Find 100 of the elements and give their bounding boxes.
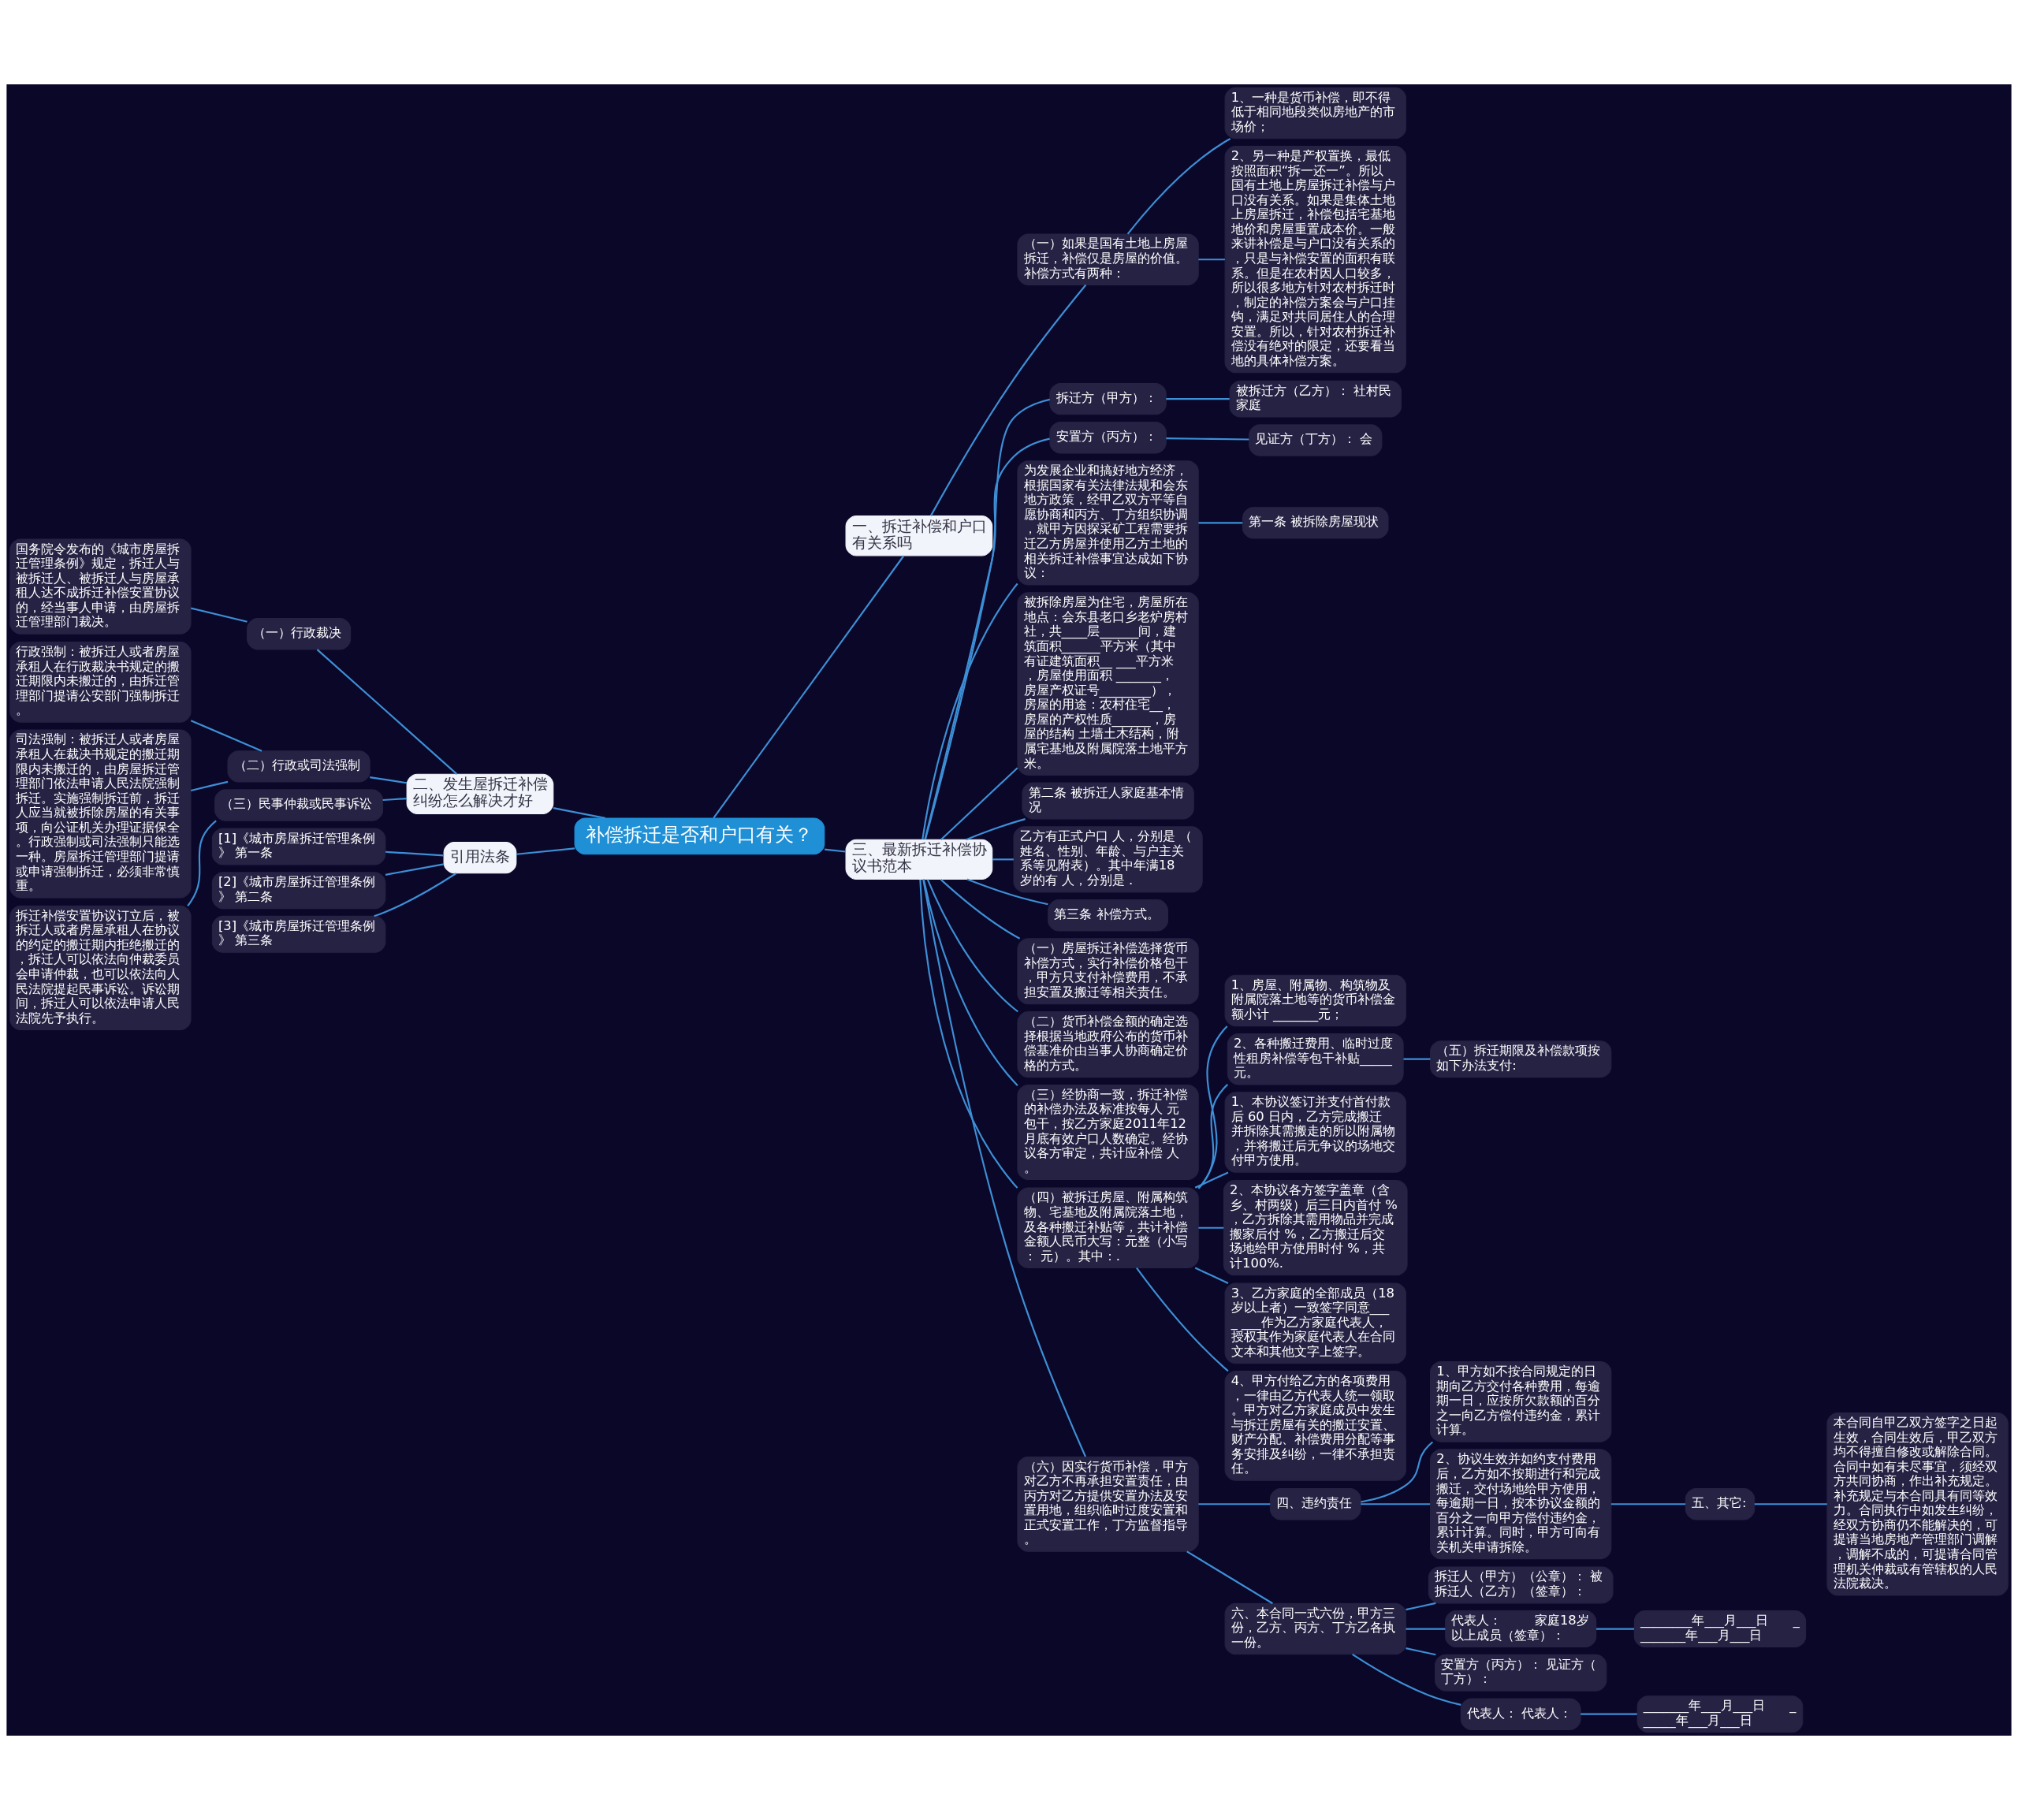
node-box: 安置方（丙方）： [1049,422,1167,454]
node-box: 拆迁补偿安置协议订立后，被拆迁人或者房屋承租人在协议的约定的搬迁期内拒绝搬迁的，拆迁人可以依法向仲裁委员会申请仲裁，也可以依法向人民法院提起民事诉讼。诉讼期间，拆迁人可以依法申请人民法院先予执行。 [9,905,192,1031]
node-box: 第二条 被拆迁人家庭基本情况 [1022,782,1194,820]
connector [1361,1441,1434,1503]
connector [1126,138,1231,235]
connector [926,879,1018,1013]
connector [385,850,445,857]
node-box: 三、最新拆迁补偿协议书范本 [845,839,993,880]
connector [1198,259,1225,261]
connector [922,879,1086,1457]
node-box: [2]《城市房屋拆迁管理条例》 第二条 [211,872,386,910]
node-box: 安置方（丙方）： 见证方（丁方）： [1435,1654,1607,1692]
node-box: 为发展企业和搞好地方经济，根据国家有关法律法规和会东地方政策，经甲乙双方平等自愿协商和丙方、丁方组织协调，就甲方因探采矿工程需要拆迁乙方房屋并使用乙方土地的相关拆迁补偿事宜达成如下协议： [1017,460,1199,586]
node-box: （三）民事仲裁或民事诉讼 [214,789,384,821]
connector [1406,1628,1446,1630]
node-box: 1、房屋、附属物、构筑物及附属院落土地等的货币补偿金额小计 _______元； [1224,974,1406,1027]
connector [191,607,248,623]
node-box: 拆迁方（甲方）： [1049,382,1167,415]
node-box: 1、本协议签订并支付首付款后 60 日内，乙方完成搬迁并拆除其需搬走的所以附属物，并将搬迁后无争议的场地交付甲方使用。 [1224,1092,1406,1173]
connector [385,863,445,876]
node-box: 二、发生屋拆迁补偿纠纷怎么解决才好 [406,773,554,814]
connector [824,848,846,853]
node-box: 第三条 补偿方式。 [1048,899,1168,932]
connector [1610,1503,1686,1506]
node-box: 1、甲方如不按合同规定的日期向乙方交付各种费用，每逾期一日，应按所欠款额的百分之一向乙方偿付违约金，累计计算。 [1430,1361,1612,1442]
node-box: 被拆迁方（乙方）： 社村民家庭 [1229,380,1402,418]
node-box: 四、违约责任 [1269,1488,1361,1520]
connector [382,798,408,802]
node-box: （一）房屋拆迁补偿选择货币补偿方式，实行补偿价格包干，甲方只支付补偿费用，不承担安置及搬迁等相关责任。 [1017,938,1199,1005]
node-box: （一）行政裁决 [247,618,352,650]
node-box: 本合同自甲乙双方签字之日起生效，合同生效后，甲乙双方均不得擅自修改或解除合同。合同中如有未尽事宜，须经双方共同协商，作出补充规定。补充规定与本合同具有同等效力。合同执行中如发生纠纷，经双方协商仍不能解决的，可提请当地房地产管理部门调解，调解不成的，可提请合同管理机关仲裁或有管辖权的人民法院裁决。 [1826,1412,2009,1596]
connector [190,780,229,792]
node-box: （六）因实行货币补偿，甲方对乙方不再承担安置责任，由丙方对乙方提供安置办法及安置用地，组织临时过度安置和正式安置工作，丁方监督指导。 [1017,1456,1199,1552]
connector [190,720,262,752]
node-box: _______年___月___日 ______年___月___日 [1636,1695,1804,1733]
connector [1198,1226,1224,1229]
connector [370,776,408,784]
connector [1194,1267,1229,1284]
connector [922,879,1018,1086]
connector [1754,1503,1827,1506]
connector [929,284,1087,516]
connector [1166,398,1230,400]
node-box: 代表人： 代表人： [1460,1698,1581,1730]
connector [922,582,1018,840]
node-box: 3、乙方家庭的全部成员（18岁以上者）一致签字同意____ ___作为乙方家庭代表人，授权其作为家庭代表人在合同文本和其他文字上签字。 [1224,1282,1406,1364]
node-box: 六、本合同一式六份，甲方三份，乙方、丙方、丁方乙各执一份。 [1224,1602,1406,1655]
node-box: 乙方有正式户口 人，分别是 （姓名、性别、年龄、与户主关系等见附表）。其中年满18岁的有 人，分别是 . [1013,826,1203,893]
node-box: 2、协议生效并如约支付费用后，乙方如不按期进行和完成搬迁，交付场地给甲方使用，每逾期一日，按本协议金额的百分之一向甲方偿付违约金，累计计算。同时，甲方可向有关机关申请拆除。 [1430,1449,1612,1560]
connector [553,807,605,819]
connector [1406,1602,1436,1611]
connector [1166,437,1249,441]
node-box: （一）如果是国有土地上房屋拆迁，补偿仅是房屋的价值。补偿方式有两种： [1017,233,1199,285]
node-box: [3]《城市房屋拆迁管理条例》 第三条 [211,915,386,953]
connector [1581,1713,1637,1715]
node-box: 补偿拆迁是否和户口有关？ [574,817,825,855]
connector [1352,1654,1461,1706]
node-box: （二）行政或司法强制 [227,750,370,783]
connector [919,879,1018,1189]
connector [1406,1647,1436,1656]
node-box: ________年___月___日 ________年___月___日 [1633,1610,1807,1648]
node-box: 五、其它: [1685,1488,1756,1520]
node-box: 拆迁人（甲方）（公章）： 被拆迁人（乙方）（签章）： [1428,1566,1614,1604]
connector [966,878,1048,906]
connector [1403,1058,1431,1060]
connector [516,847,575,855]
node-box: （四）被拆迁房屋、附属构筑物、宅基地及附属院落土地，及各种搬迁补贴等，共计补偿金额人民币大写：元整（小写： 元）。其中：. [1017,1187,1199,1269]
node-box: 4、甲方付给乙方的各项费用，一律由乙方代表人统一领取。甲方对乙方家庭成员中发生与拆迁房屋有关的搬迁安置、财产分配、补偿费用分配等事务安排及纠纷，一律不承担责任。 [1224,1371,1406,1481]
node-box: 2、另一种是产权置换，最低按照面积“拆一还一”。所以国有土地上房屋拆迁补偿与户口没有关系。如果是集体土地上房屋拆迁，补偿包括宅基地地价和房屋重置成本价。一般来讲补偿是与户口没有关系的，只是与补偿安置的面积有联系。但是在农村因人口较多，所以很多地方针对农村拆迁时，制定的补偿方案会与户口挂钩，满足对共同居住人的合理安置。所以，针对农村拆迁补偿没有绝对的限定，还要看当地的具体补偿方案。 [1224,146,1406,374]
node-box: 司法强制：被拆迁人或者房屋承租人在裁决书规定的搬迁期限内未搬迁的，由房屋拆迁管理部门依法申请人民法院强制拆迁。实施强制拆迁前，拆迁人应当就被拆除房屋的有关事项，向公证机关办理证据保全。行政强制或司法强制只能选一种。房屋拆迁管理部门提请或申请强制拆迁，必须非常慎重。 [9,729,192,899]
node-box: 引用法条 [443,841,517,874]
connector [940,767,1018,841]
node-box: 被拆除房屋为住宅，房屋所在地点：会东县老口乡老炉房村社，共____层______间，建筑面积______平方米（其中有证建筑面积__ ___平方米，房屋使用面积 _______，房屋产权证号________），房屋的用途：农村住宅__，房屋的产权性质______，房屋的结构 土墙土木结构，附属宅基地及附属院落土地平方米。 [1017,592,1199,776]
node-box: 代表人： 家庭18岁以上成员（签章）： [1445,1610,1597,1648]
connector [1197,1025,1228,1189]
connector [966,818,1026,841]
node-box: 第一条 被拆除房屋现状 [1242,507,1389,539]
connector [187,820,217,906]
connector [713,555,905,819]
connector [940,879,1021,940]
connector [316,649,458,775]
connector [374,873,457,917]
node-box: （三）经协商一致，拆迁补偿的补偿办法及标准按每人 元包干，按乙方家庭2011年12月底有效户口人数确定。经协议各方审定，共计应补偿 人。 [1017,1084,1199,1181]
connector [1596,1628,1634,1630]
connector [1186,1550,1273,1605]
node-box: 1、一种是货币补偿，即不得低于相同地段类似房地产的市场价； [1224,87,1406,140]
node-box: 行政强制：被拆迁人或者房屋承租人在行政裁决书规定的搬迁期限内未搬迁的，由拆迁管理部门提请公安部门强制拆迁。 [9,642,192,723]
node-box: 2、本协议各方签字盖章（含乡、村两级）后三日内首付 %，乙方拆除其需用物品并完成搬家后付 %，乙方搬迁后交场地给甲方使用时付 %，共计100%. [1223,1180,1408,1276]
node-box: 2、各种搬迁费用、临时过度性租房补偿等包干补贴_____元。 [1227,1033,1404,1085]
connector [1198,522,1243,524]
node-box: [1]《城市房屋拆迁管理条例》 第一条 [211,828,386,865]
connector [1361,1503,1431,1506]
node-box: 见证方（丁方）： 会 [1249,424,1383,456]
node-box: 国务院令发布的《城市房屋拆迁管理条例》规定，拆迁人与被拆迁人、被拆迁人与房屋承租人达不成拆迁补偿安置协议的，经当事人申请，由房屋拆迁管理部门裁决。 [9,538,192,635]
node-box: （五）拆迁期限及补偿款项按如下办法支付: [1430,1040,1612,1078]
connector [1197,1084,1229,1189]
node-box: 一、拆迁补偿和户口有关系吗 [845,515,993,556]
connector [1136,1267,1229,1372]
connector [1194,1171,1229,1189]
connector [1198,1503,1271,1506]
connector [992,858,1014,861]
